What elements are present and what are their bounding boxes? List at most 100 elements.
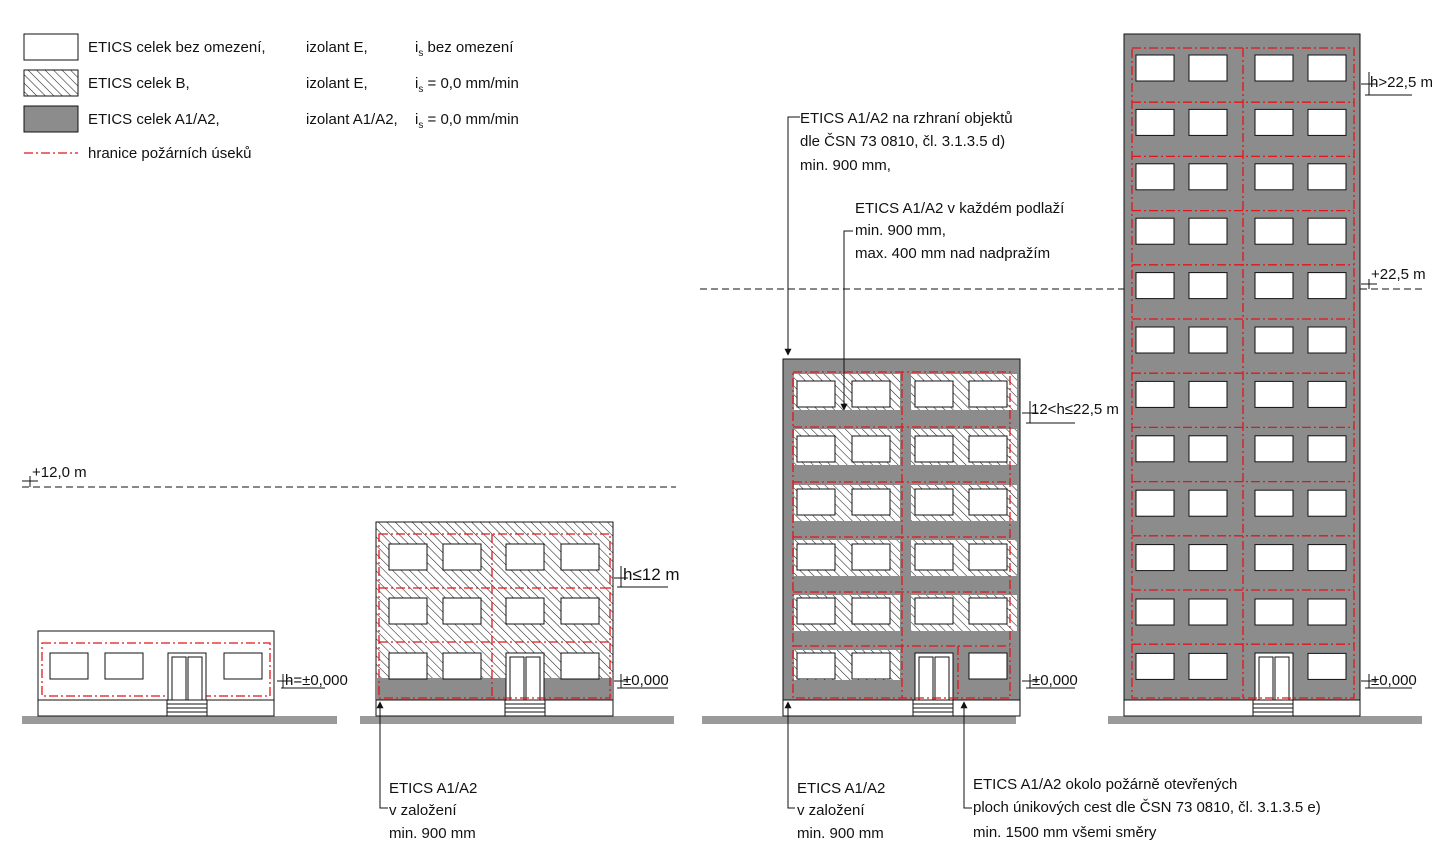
ground-3: [702, 716, 1016, 724]
ground-4: [1108, 716, 1422, 724]
annotation-floor-line1: ETICS A1/A2 v každém podlaží: [855, 200, 1065, 217]
building-2: h≤12 m ±0,000: [360, 521, 680, 724]
b4-door: [1254, 652, 1294, 701]
b4-window: [1254, 489, 1294, 517]
b4-window: [1135, 163, 1175, 191]
annotation-floor-line3: max. 400 mm nad nadpražím: [855, 245, 1050, 262]
b4-window: [1135, 217, 1175, 245]
b4-window: [1135, 652, 1175, 680]
b1-plinth: [37, 699, 275, 717]
legend-swatch-b: [23, 69, 79, 97]
b4-window: [1307, 326, 1347, 354]
level-12m: +12,0 m: [22, 464, 676, 488]
b1-window: [49, 652, 89, 680]
b4-window: [1135, 489, 1175, 517]
legend-row1-insulation: izolant E,: [306, 39, 368, 56]
b4-zero-mark: ±0,000: [1361, 672, 1417, 689]
b4-window: [1307, 54, 1347, 82]
b4-window: [1135, 380, 1175, 408]
b2-height-label: h≤12 m: [623, 565, 680, 584]
b3-height-mark: 12<h≤22,5 m: [1022, 401, 1119, 424]
annotation-found-b2-line3: min. 900 mm: [389, 825, 476, 842]
legend-row2-insulation: izolant E,: [306, 75, 368, 92]
b4-window: [1188, 217, 1228, 245]
b4-window: [1254, 163, 1294, 191]
legend-row3-insulation: izolant A1/A2,: [306, 111, 398, 128]
legend-row1-label: ETICS celek bez omezení,: [88, 39, 266, 56]
b3-height-label: 12<h≤22,5 m: [1031, 401, 1119, 418]
b4-window: [1307, 217, 1347, 245]
b4-window: [1188, 435, 1228, 463]
b3-door: [914, 652, 954, 701]
b4-window: [1307, 598, 1347, 626]
b4-window: [1135, 54, 1175, 82]
b4-window: [1307, 272, 1347, 300]
annotation-each-floor: ETICS A1/A2 v každém podlaží min. 900 mm…: [840, 200, 1065, 411]
b4-zero-label: ±0,000: [1371, 672, 1417, 689]
annotation-escape-line1: ETICS A1/A2 okolo požárně otevřených: [973, 776, 1237, 793]
level-12m-label: +12,0 m: [32, 464, 87, 481]
b2-fire-boundary: [378, 533, 611, 699]
b4-plinth: [1123, 699, 1361, 717]
b2-zero-mark: ±0,000: [614, 672, 669, 689]
b1-door: [167, 652, 207, 701]
b4-window: [1135, 326, 1175, 354]
annotation-escape: ETICS A1/A2 okolo požárně otevřených plo…: [960, 701, 1321, 841]
b1-height-label: h=±0,000: [285, 672, 348, 689]
annotation-interface-line1: ETICS A1/A2 na rzhraní objektů: [800, 110, 1013, 127]
b2-zero-label: ±0,000: [623, 672, 669, 689]
annotation-found-b3-line3: min. 900 mm: [797, 825, 884, 842]
b4-window: [1188, 380, 1228, 408]
b3-windows: [796, 380, 1008, 680]
ground-1: [22, 716, 337, 724]
b1-stairs: [166, 699, 208, 717]
legend-swatch-a1a2: [23, 105, 79, 133]
b2-windows: [388, 543, 600, 680]
b1-fire-boundary: [41, 642, 271, 697]
annotation-found-b2-line2: v založení: [389, 802, 457, 819]
b3-zero-label: ±0,000: [1032, 672, 1078, 689]
b4-fire-boundary: [1131, 47, 1355, 699]
building-1: h=±0,000: [22, 630, 348, 724]
b2-foundation-band: [376, 678, 613, 700]
b4-window: [1254, 108, 1294, 136]
annotation-interface-line3: min. 900 mm,: [800, 157, 891, 174]
legend-row3-is: is = 0,0 mm/min: [415, 111, 519, 131]
b4-window: [1307, 380, 1347, 408]
building-3: 12<h≤22,5 m ±0,000: [702, 358, 1119, 724]
ground-2: [360, 716, 674, 724]
b4-window: [1135, 435, 1175, 463]
b4-window: [1188, 326, 1228, 354]
b4-window: [1307, 652, 1347, 680]
b4-window: [1307, 108, 1347, 136]
annotation-found-b2-line1: ETICS A1/A2: [389, 780, 477, 797]
b4-stairs: [1252, 699, 1294, 717]
b3-plinth: [782, 699, 1021, 717]
building-4: h>22,5 m ±0,000: [1108, 33, 1433, 724]
b2-door: [505, 652, 545, 701]
b4-window: [1188, 272, 1228, 300]
b4-height-mark: h>22,5 m: [1361, 72, 1433, 96]
b2-stairs: [504, 699, 546, 717]
b3-stairs: [912, 699, 954, 717]
b4-window: [1307, 544, 1347, 572]
annotation-found-b3-line2: v založení: [797, 802, 865, 819]
level-225m: +22,5 m: [700, 266, 1426, 290]
b4-window: [1188, 598, 1228, 626]
annotation-floor-line2: min. 900 mm,: [855, 222, 946, 239]
annotation-escape-line3: min. 1500 mm všemi směry: [973, 824, 1157, 841]
legend-row1-is: is bez omezení: [415, 39, 514, 59]
b4-window: [1135, 544, 1175, 572]
b4-window: [1254, 217, 1294, 245]
legend: ETICS celek bez omezení, izolant E, is b…: [23, 33, 519, 162]
legend-row3-label: ETICS celek A1/A2,: [88, 111, 220, 128]
b1-window: [223, 652, 263, 680]
b4-window: [1307, 489, 1347, 517]
level-225m-label: +22,5 m: [1371, 266, 1426, 283]
b4-window: [1254, 544, 1294, 572]
b4-window: [1254, 435, 1294, 463]
legend-row2-is: is = 0,0 mm/min: [415, 75, 519, 95]
b1-level-mark: h=±0,000: [277, 672, 348, 689]
b2-height-mark: h≤12 m: [614, 565, 680, 588]
